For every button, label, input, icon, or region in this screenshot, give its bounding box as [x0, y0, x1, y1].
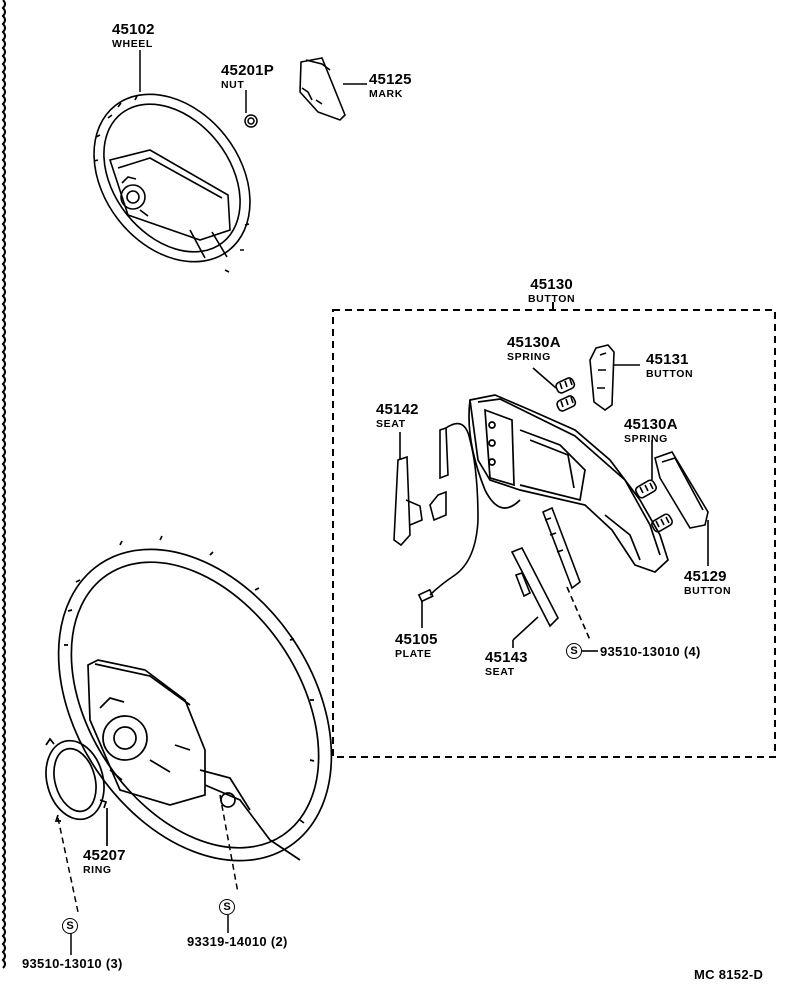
label-button-45131: 45131 BUTTON — [646, 352, 693, 380]
standard-part-symbol-icon: S — [219, 899, 235, 915]
standard-part-symbol-icon: S — [62, 918, 78, 934]
standard-part-code-93510-4: 93510-13010 (4) — [600, 644, 701, 659]
part-number: 45102 — [112, 21, 155, 38]
part-number: 45105 — [395, 631, 438, 648]
label-seat-45143: 45143 SEAT — [485, 650, 528, 678]
standard-part-symbol-icon: S — [566, 643, 582, 659]
part-number: 45207 — [83, 847, 126, 864]
part-name: SEAT — [485, 666, 515, 678]
nut-part — [244, 90, 258, 128]
seat-part-45142 — [393, 422, 479, 596]
label-spring-right-45130a: 45130A SPRING — [624, 417, 678, 445]
button-part-45131 — [589, 344, 640, 411]
part-name: NUT — [221, 79, 245, 91]
standard-part-code-93319-2: 93319-14010 (2) — [187, 934, 288, 949]
contact-switch-part — [541, 506, 598, 652]
label-ring-45207: 45207 RING — [83, 848, 126, 876]
part-number: 45201P — [221, 62, 274, 79]
seat-part-45143 — [510, 546, 559, 648]
part-name: SEAT — [376, 418, 406, 430]
part-number: 45130A — [624, 416, 678, 433]
button-assembly-frame — [332, 302, 776, 758]
part-number: 45129 — [684, 568, 727, 585]
plate-part-45105 — [417, 588, 434, 628]
ring-part-45207 — [45, 737, 108, 846]
part-number: 45130 — [530, 276, 573, 293]
part-number: 45131 — [646, 351, 689, 368]
part-name: SPRING — [624, 433, 668, 445]
standard-part-code-93510-3: 93510-13010 (3) — [22, 956, 123, 971]
upper-steering-wheel — [93, 93, 251, 273]
part-name: SPRING — [507, 351, 551, 363]
part-name: BUTTON — [528, 293, 576, 305]
label-seat-45142: 45142 SEAT — [376, 402, 419, 430]
button-housing — [468, 394, 669, 573]
label-wheel-45102: 45102 WHEEL — [112, 22, 155, 50]
part-name: BUTTON — [684, 585, 732, 597]
label-spring-upper-45130a: 45130A SPRING — [507, 335, 561, 363]
screw-leaders — [57, 794, 239, 955]
label-mark-45125: 45125 MARK — [369, 72, 412, 100]
part-name: MARK — [369, 88, 403, 100]
spring-part-right — [635, 440, 673, 533]
label-nut-45201p: 45201P NUT — [221, 63, 274, 91]
label-button-assembly-45130: 45130 BUTTON — [528, 277, 575, 305]
spring-part-upper — [532, 367, 577, 412]
drawing-code: MC 8152-D — [694, 967, 764, 982]
perforated-edge — [1, 0, 6, 969]
part-name: PLATE — [395, 648, 432, 660]
mark-emblem-part — [299, 57, 367, 121]
part-number: 45125 — [369, 71, 412, 88]
part-name: BUTTON — [646, 368, 694, 380]
lower-steering-wheel — [57, 535, 333, 862]
part-number: 45143 — [485, 649, 528, 666]
part-number: 45142 — [376, 401, 419, 418]
label-button-45129: 45129 BUTTON — [684, 569, 731, 597]
part-name: RING — [83, 864, 112, 876]
label-plate-45105: 45105 PLATE — [395, 632, 438, 660]
part-number: 45130A — [507, 334, 561, 351]
part-name: WHEEL — [112, 38, 153, 50]
button-part-45129 — [654, 451, 709, 566]
